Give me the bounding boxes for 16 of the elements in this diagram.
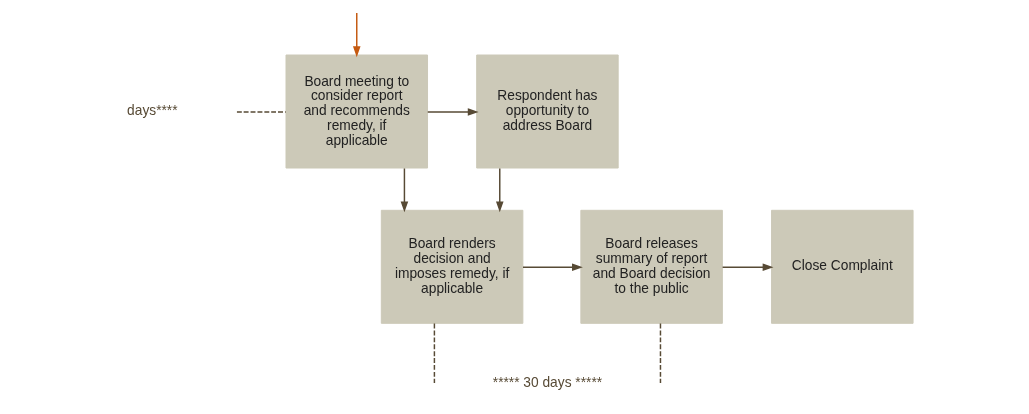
connector: [235, 111, 287, 113]
arrow: [721, 263, 773, 272]
node-box: Respondent has opportunity to address Board: [475, 54, 619, 169]
arrow: [400, 167, 408, 213]
node-box: Board renders decision and imposes remedy, if applicable: [380, 209, 523, 324]
label: ***** 30 days *****: [492, 375, 602, 391]
arrow: [426, 108, 479, 116]
arrow: [495, 167, 504, 213]
node-box: Close Complaint: [770, 209, 914, 324]
arrow: [352, 12, 361, 58]
label: days****: [126, 103, 178, 119]
connector: [659, 322, 661, 384]
node-box: Board releases summary of report and Board decision to the public: [579, 209, 723, 324]
arrow: [521, 263, 583, 272]
node-box: Board meeting to consider report and recommends remedy, if applicable: [285, 54, 428, 169]
connector: [433, 322, 435, 384]
